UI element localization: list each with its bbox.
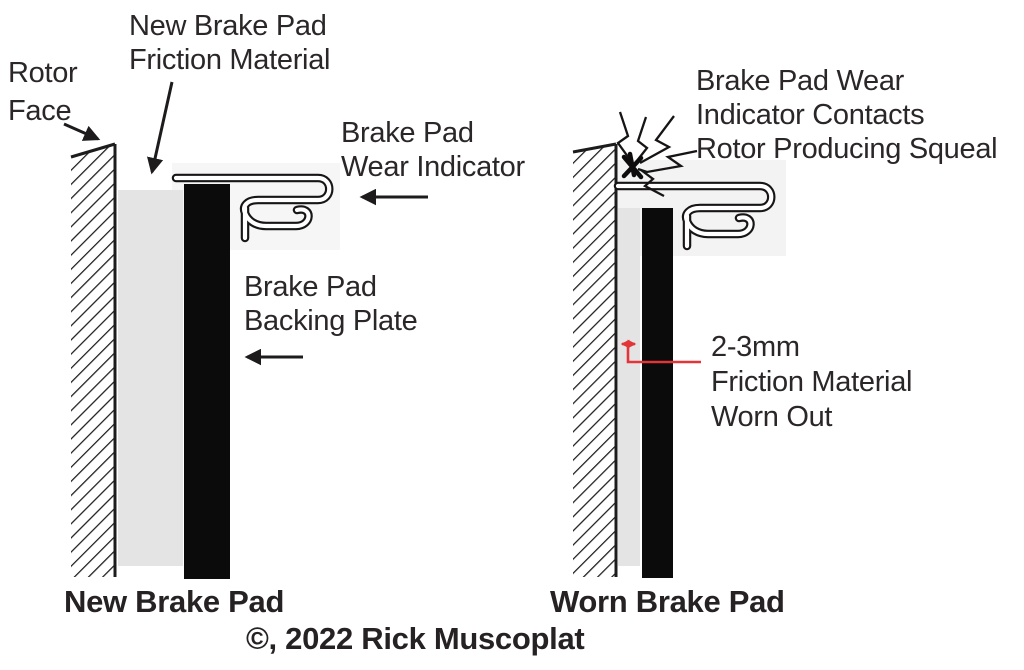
wear-indicator-clip-right <box>613 181 776 251</box>
friction-material-right <box>618 208 640 566</box>
backing-plate-right <box>642 208 673 578</box>
squeal-bolt-icon <box>616 111 632 162</box>
caption-worn-brake-pad: Worn Brake Pad <box>550 584 785 619</box>
friction-material-arrow <box>146 81 174 175</box>
rotor-hatch-left <box>71 144 115 577</box>
label-backing-plate: Brake Pad Backing Plate <box>244 271 418 337</box>
rotor-hatch-right <box>573 144 616 577</box>
label-wear-indicator: Brake Pad Wear Indicator <box>341 117 525 183</box>
squeal-flash-icon <box>621 151 644 180</box>
rotor-face-arrow <box>63 122 101 141</box>
label-rotor-face: Rotor Face <box>8 57 78 127</box>
friction-material-left <box>118 190 183 566</box>
rotor-top-edge-left <box>70 142 116 159</box>
caption-new-brake-pad: New Brake Pad <box>64 584 285 619</box>
copyright-text: ©, 2022 Rick Muscoplat <box>246 621 585 656</box>
rotor-top-edge-right <box>572 142 617 154</box>
squeal-bolt-icon <box>640 169 665 198</box>
backing-plate-left <box>184 184 230 579</box>
label-squeal-note: Brake Pad Wear Indicator Contacts Rotor … <box>696 65 998 165</box>
wear-measurement <box>620 339 701 364</box>
label-friction-material: New Brake Pad Friction Material <box>129 10 331 76</box>
label-wear-note: 2-3mm Friction Material Worn Out <box>711 331 913 433</box>
wear-indicator-clip-left <box>171 173 334 243</box>
squeal-bolt-icon <box>635 116 649 163</box>
measure-leader-line <box>626 344 701 364</box>
squeal-bolt-icon <box>639 115 675 165</box>
